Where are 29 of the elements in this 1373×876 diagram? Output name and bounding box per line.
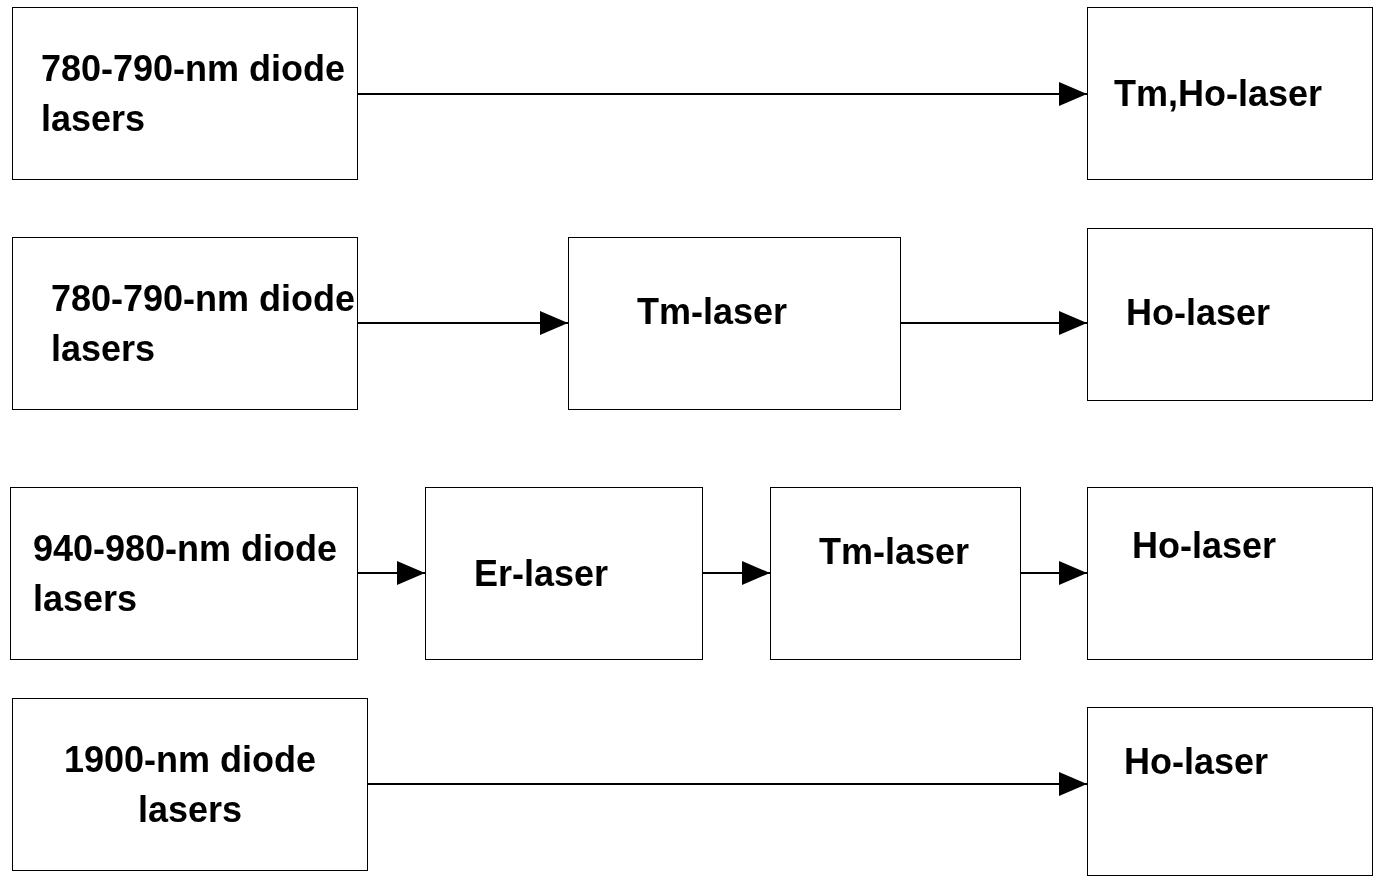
process-box <box>12 237 358 410</box>
arrow <box>702 561 771 585</box>
arrow <box>900 311 1088 335</box>
process-box <box>10 487 358 660</box>
box-label: Tm,Ho-laser <box>1114 71 1323 116</box>
arrow <box>367 772 1088 796</box>
box-label: Ho-laser <box>1124 739 1269 784</box>
arrow <box>357 82 1088 106</box>
arrow <box>357 561 426 585</box>
process-box <box>1087 7 1373 180</box>
box-label: Tm-laser <box>637 289 788 334</box>
box-label: 940-980-nm diode lasers <box>33 526 339 621</box>
box-label: Ho-laser <box>1126 290 1271 335</box>
box-label: 1900-nm diode lasers <box>62 737 318 832</box>
arrow <box>1020 561 1088 585</box>
process-box <box>1087 487 1373 660</box>
box-label: Er-laser <box>474 551 609 596</box>
box-label: 780-790-nm diode lasers <box>51 276 357 371</box>
box-label: Tm-laser <box>819 529 970 574</box>
box-label: Ho-laser <box>1132 523 1277 568</box>
process-box <box>12 698 368 871</box>
process-box <box>1087 707 1373 876</box>
box-label: 780-790-nm diode lasers <box>41 46 347 141</box>
process-box <box>1087 228 1373 401</box>
arrow <box>357 311 569 335</box>
process-box <box>12 7 358 180</box>
process-box <box>770 487 1021 660</box>
process-box <box>425 487 703 660</box>
process-box <box>568 237 901 410</box>
